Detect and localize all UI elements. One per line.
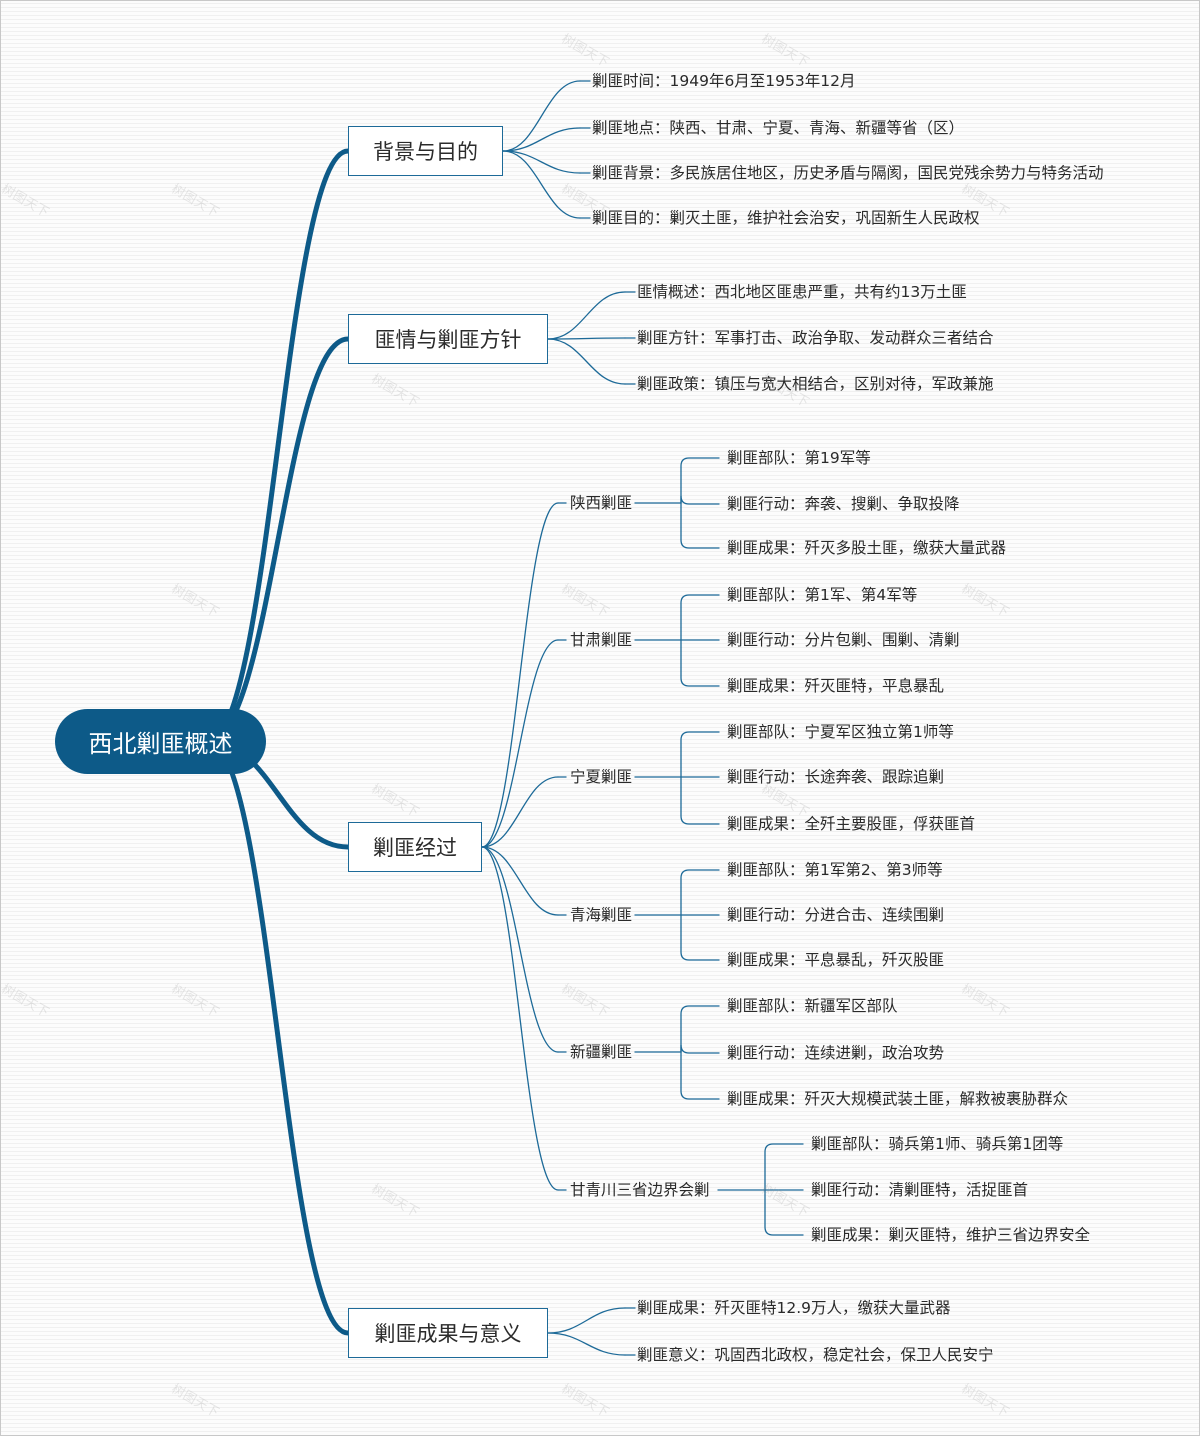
branch-topic-1[interactable]: 匪情与剿匪方针 xyxy=(348,314,548,364)
bracket-arm xyxy=(680,731,720,778)
leaf-item[interactable]: 剿匪政策：镇压与宽大相结合，区别对待，军政兼施 xyxy=(637,375,994,393)
leaf-item[interactable]: 剿匪行动：长途奔袭、跟踪追剿 xyxy=(727,768,945,786)
leaf-item[interactable]: 剿匪目的：剿灭土匪，维护社会治安，巩固新生人民政权 xyxy=(592,209,980,227)
sub-branch-connector xyxy=(481,846,559,1191)
bracket-arm xyxy=(680,914,720,961)
leaf-item[interactable]: 剿匪行动：分片包剿、围剿、清剿 xyxy=(727,631,960,649)
leaf-item[interactable]: 剿匪部队：第1军、第4军等 xyxy=(727,586,918,604)
bracket-arm xyxy=(680,1051,720,1100)
leaf-item[interactable]: 剿匪行动：清剿匪特，活捉匪首 xyxy=(811,1181,1029,1199)
sub-branch-connector xyxy=(481,846,559,916)
leaf-item[interactable]: 剿匪部队：新疆军区部队 xyxy=(727,997,898,1015)
branch-topic-2[interactable]: 剿匪经过 xyxy=(348,822,482,872)
bracket-arm xyxy=(680,457,720,504)
root-topic[interactable]: 西北剿匪概述 xyxy=(55,709,266,774)
leaf-item[interactable]: 剿匪部队：第1军第2、第3师等 xyxy=(727,861,943,879)
leaf-item[interactable]: 匪情概述：西北地区匪患严重，共有约13万土匪 xyxy=(637,283,967,301)
leaf-item[interactable]: 剿匪部队：骑兵第1师、骑兵第1团等 xyxy=(811,1135,1064,1153)
bracket-arm xyxy=(680,502,720,549)
leaf-item[interactable]: 剿匪背景：多民族居住地区，历史矛盾与隔阂，国民党残余势力与特务活动 xyxy=(592,164,1104,182)
sub-branch-connector xyxy=(481,846,559,1053)
leaf-item[interactable]: 剿匪地点：陕西、甘肃、宁夏、青海、新疆等省（区） xyxy=(592,119,965,137)
sub-branch-2[interactable]: 宁夏剿匪 xyxy=(570,768,633,786)
leaf-item[interactable]: 剿匪部队：宁夏军区独立第1师等 xyxy=(727,723,954,741)
leaf-item[interactable]: 剿匪部队：第19军等 xyxy=(727,449,871,467)
leaf-connector xyxy=(547,338,626,385)
leaf-connector xyxy=(502,127,581,152)
leaf-item[interactable]: 剿匪成果：歼灭匪特12.9万人，缴获大量武器 xyxy=(637,1299,951,1317)
bracket-arm xyxy=(680,1005,720,1053)
leaf-item[interactable]: 剿匪行动：奔袭、搜剿、争取投降 xyxy=(727,495,960,513)
branch-connector xyxy=(205,336,351,744)
sub-branch-connector xyxy=(481,502,559,848)
branch-topic-3[interactable]: 剿匪成果与意义 xyxy=(348,1308,548,1358)
leaf-connector xyxy=(547,1332,626,1356)
sub-branch-0[interactable]: 陕西剿匪 xyxy=(570,494,633,512)
bracket-arm xyxy=(680,639,720,687)
branch-topic-0[interactable]: 背景与目的 xyxy=(348,126,503,176)
sub-branch-4[interactable]: 新疆剿匪 xyxy=(570,1043,633,1061)
leaf-item[interactable]: 剿匪方针：军事打击、政治争取、发动群众三者结合 xyxy=(637,329,994,347)
sub-branch-connector xyxy=(481,776,559,848)
sub-branch-connector xyxy=(481,639,559,848)
bracket-arm xyxy=(680,1044,720,1054)
bracket-arm xyxy=(680,776,720,825)
bracket-arm xyxy=(764,1143,804,1191)
branch-connector xyxy=(205,148,351,744)
leaf-connector xyxy=(502,80,581,152)
sub-branch-1[interactable]: 甘肃剿匪 xyxy=(570,631,633,649)
leaf-item[interactable]: 剿匪意义：巩固西北政权，稳定社会，保卫人民安宁 xyxy=(637,1346,994,1364)
leaf-connector xyxy=(502,150,581,219)
leaf-connector xyxy=(547,1307,626,1334)
bracket-arm xyxy=(680,869,720,916)
leaf-item[interactable]: 剿匪成果：歼灭多股土匪，缴获大量武器 xyxy=(727,539,1007,557)
leaf-item[interactable]: 剿匪时间：1949年6月至1953年12月 xyxy=(592,72,856,90)
bracket-arm xyxy=(680,495,720,505)
leaf-item[interactable]: 剿匪成果：剿灭匪特，维护三省边界安全 xyxy=(811,1226,1091,1244)
leaf-connector xyxy=(547,337,626,340)
branch-connector xyxy=(205,738,351,1336)
sub-branch-5[interactable]: 甘青川三省边界会剿 xyxy=(570,1181,710,1199)
leaf-connector xyxy=(547,291,626,340)
leaf-item[interactable]: 剿匪成果：平息暴乱，歼灭股匪 xyxy=(727,951,945,969)
leaf-item[interactable]: 剿匪成果：歼灭大规模武装土匪，解救被裹胁群众 xyxy=(727,1090,1069,1108)
leaf-connector xyxy=(502,150,581,174)
leaf-item[interactable]: 剿匪成果：全歼主要股匪，俘获匪首 xyxy=(727,815,976,833)
sub-branch-3[interactable]: 青海剿匪 xyxy=(570,906,633,924)
bracket-arm xyxy=(680,594,720,641)
leaf-item[interactable]: 剿匪行动：连续进剿，政治攻势 xyxy=(727,1044,945,1062)
bracket-arm xyxy=(764,1189,804,1236)
leaf-item[interactable]: 剿匪行动：分进合击、连续围剿 xyxy=(727,906,945,924)
leaf-item[interactable]: 剿匪成果：歼灭匪特，平息暴乱 xyxy=(727,677,945,695)
